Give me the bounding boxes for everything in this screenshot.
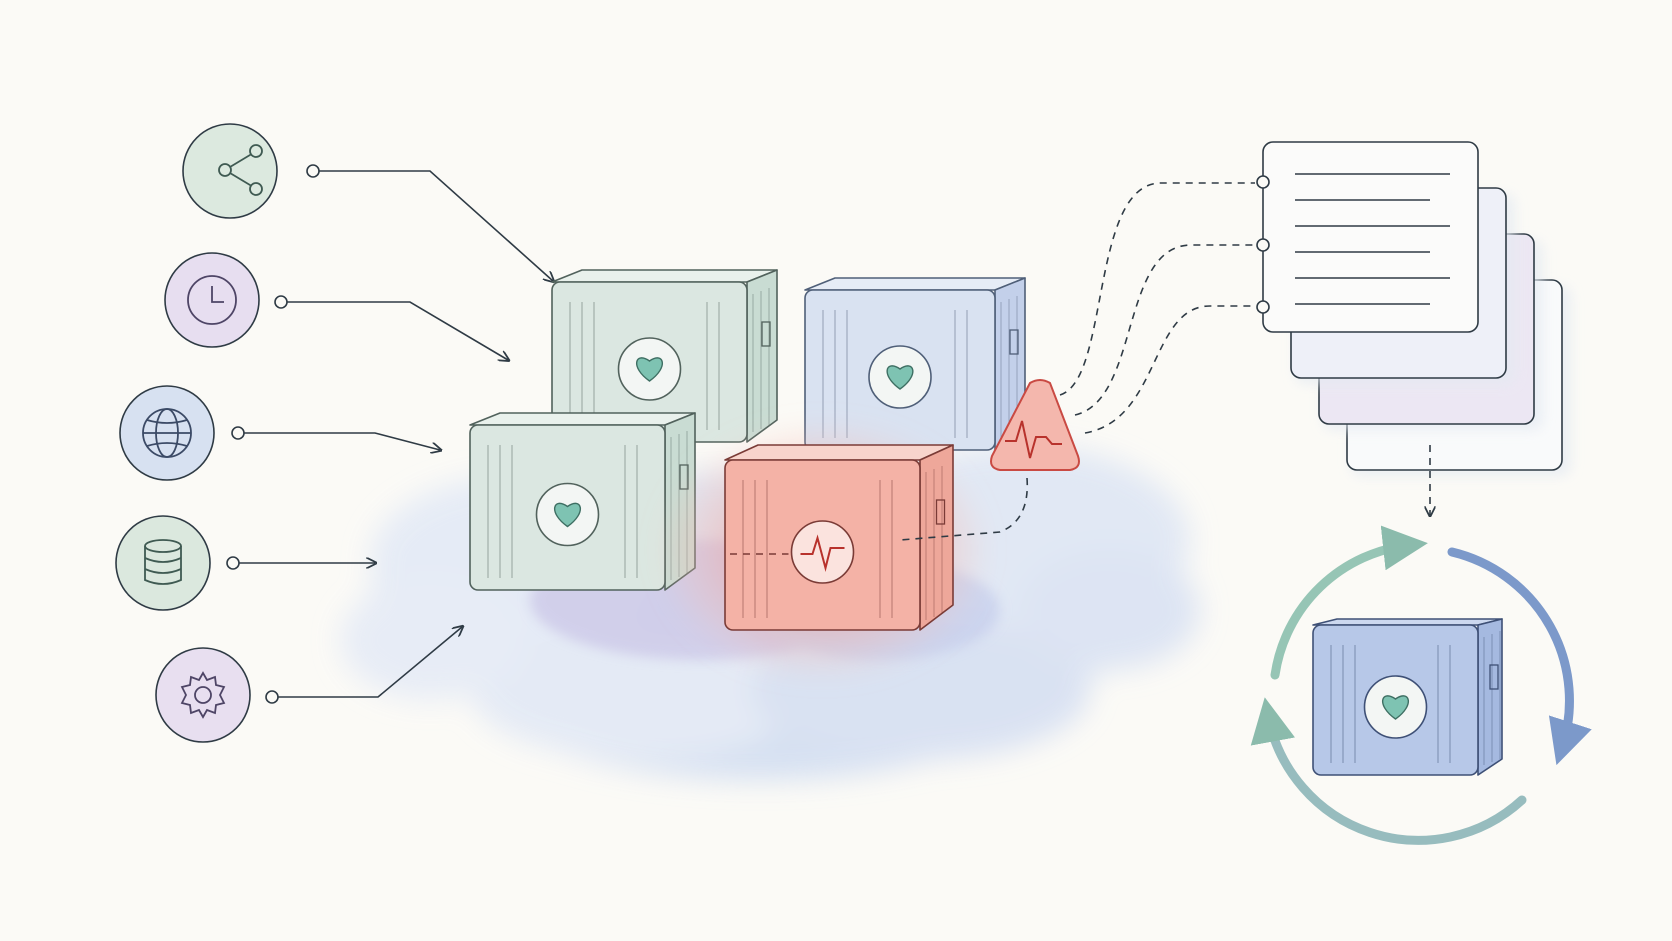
heart-icon [1363,675,1428,739]
input-clock[interactable] [164,252,260,348]
log-document[interactable] [1256,141,1479,333]
circular-arrows-icon [1250,525,1592,845]
alert-to-logs-links [1059,182,1255,434]
container-front-left[interactable] [469,412,696,591]
alert-marker[interactable] [899,379,1080,541]
log-documents [1256,141,1571,476]
heart-icon [535,482,600,547]
input-database[interactable] [115,515,211,611]
input-connectors [226,164,553,704]
restarted-container[interactable] [1312,618,1503,776]
input-globe[interactable] [119,385,215,481]
pulse-icon [790,520,855,584]
alert-to-container-link [899,477,1029,541]
input-share[interactable] [182,123,278,219]
container-back-right[interactable] [804,277,1026,451]
input-gear[interactable] [155,647,251,743]
database-icon [144,539,182,585]
input-sources [115,123,553,743]
restart-cycle [1250,525,1592,845]
container-back-left[interactable] [551,269,778,443]
heart-icon [868,345,932,409]
share-nodes-icon [218,144,263,196]
clock-icon [187,275,237,325]
container-cluster [469,269,1026,670]
heart-icon [617,337,682,401]
globe-icon [142,408,192,458]
gear-icon [180,671,226,719]
container-front-right[interactable] [666,430,979,670]
restart-container-body[interactable] [1312,618,1503,776]
warning-pulse-icon [990,379,1080,471]
